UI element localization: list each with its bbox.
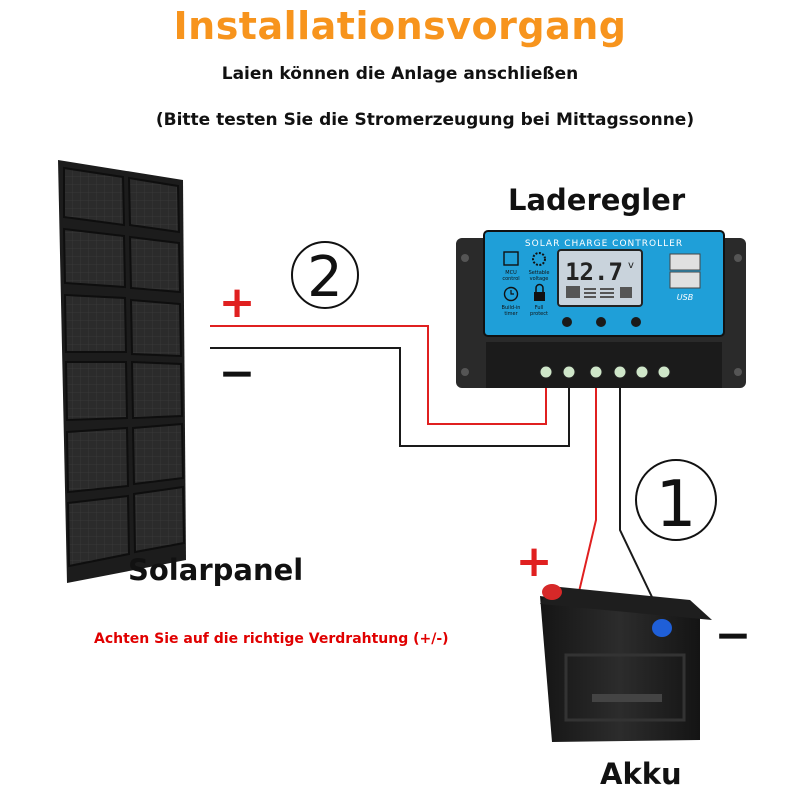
- svg-text:protect: protect: [530, 311, 548, 317]
- battery: [540, 584, 712, 742]
- step-2-marker: 2: [291, 241, 359, 310]
- charge-controller: SOLAR CHARGE CONTROLLER MCU control Sett…: [456, 230, 746, 388]
- battery-label: Akku: [600, 757, 682, 791]
- battery-plus-sign: +: [516, 536, 553, 587]
- panel-negative-wire: [210, 347, 570, 447]
- usb-port-2: [669, 271, 701, 289]
- panel-wires: [210, 325, 570, 447]
- controller-brand: SOLAR CHARGE CONTROLLER: [525, 239, 683, 249]
- svg-text:control: control: [502, 276, 519, 282]
- solar-panel-cells: [62, 166, 186, 568]
- subtitle: Laien können die Anlage anschließen: [221, 64, 579, 84]
- mcu-icon: [503, 251, 519, 266]
- battery-positive-wire: [551, 378, 597, 601]
- panel-label: Solarpanel: [128, 553, 304, 587]
- gear-icon: [532, 252, 546, 266]
- usb-label: USB: [677, 293, 693, 302]
- battery-label-plate: [592, 694, 662, 702]
- usb-port-1: [669, 253, 701, 271]
- step-1-marker: 1: [635, 459, 717, 542]
- svg-text:Build-in: Build-in: [502, 305, 521, 311]
- page-title: Installationsvorgang: [173, 4, 627, 48]
- svg-text:2: 2: [307, 245, 343, 310]
- svg-text:Full: Full: [535, 305, 544, 311]
- lcd-unit: v: [628, 260, 634, 271]
- svg-text:voltage: voltage: [530, 276, 549, 282]
- lock-icon: [534, 292, 545, 301]
- panel-positive-wire: [210, 325, 547, 425]
- controller-button-2: [596, 317, 606, 327]
- controller-button-1: [562, 317, 572, 327]
- svg-text:Settable: Settable: [529, 270, 550, 276]
- battery-minus-terminal: [652, 619, 672, 637]
- svg-text:MCU: MCU: [505, 270, 517, 276]
- panel-plus-sign: +: [219, 277, 256, 328]
- timer-icon: [503, 286, 519, 302]
- battery-minus-sign: −: [715, 610, 752, 661]
- lcd-indicators: [566, 286, 632, 298]
- battery-plus-terminal: [542, 584, 562, 600]
- controller-button-3: [631, 317, 641, 327]
- test-note: (Bitte testen Sie die Stromerzeugung bei…: [155, 110, 695, 130]
- wiring-warning: Achten Sie auf die richtige Verdrahtung …: [94, 631, 449, 647]
- controller-terminals: [539, 365, 671, 379]
- solar-panel: [58, 160, 186, 583]
- battery-negative-wire: [619, 378, 663, 619]
- svg-text:timer: timer: [504, 311, 518, 317]
- controller-feature-icons: MCU control Settable voltage Build-in ti…: [502, 251, 550, 317]
- panel-minus-sign: −: [219, 348, 256, 399]
- controller-label: Laderegler: [508, 183, 686, 217]
- lcd-voltage: 12.7: [565, 258, 623, 286]
- svg-text:1: 1: [656, 468, 697, 542]
